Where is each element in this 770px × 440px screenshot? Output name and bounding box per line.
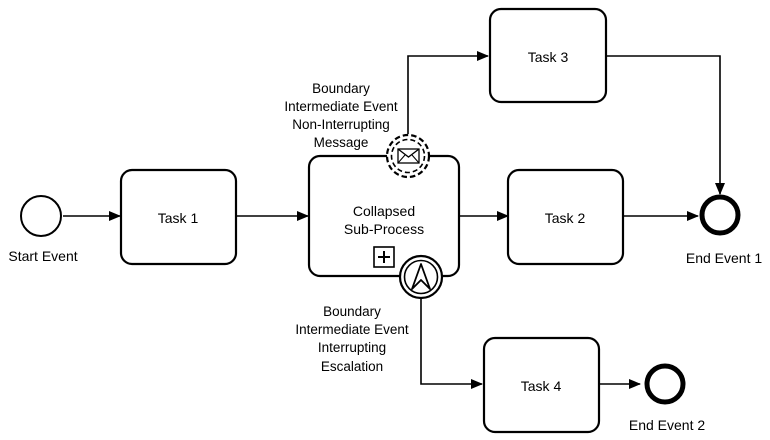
end-event-1[interactable]: End Event 1 <box>686 194 762 266</box>
subprocess-label-line-2: Sub-Process <box>344 221 424 237</box>
flow-task3-to-end1[interactable] <box>606 55 725 195</box>
task-1-box[interactable] <box>119 168 238 266</box>
flow-message-to-task3[interactable] <box>407 51 489 134</box>
boundary-message-annotation: Boundary Intermediate Event Non-Interrup… <box>284 81 398 150</box>
task-4[interactable]: Task 4 <box>482 336 601 434</box>
boundary-escalation-annotation: Boundary Intermediate Event Interrupting… <box>295 304 409 374</box>
boundary-message-label-line-4: Message <box>314 135 369 150</box>
envelope-icon <box>397 148 420 164</box>
start-event-circle[interactable] <box>20 195 62 237</box>
plus-icon[interactable] <box>373 246 395 268</box>
task-3[interactable]: Task 3 <box>488 7 608 104</box>
boundary-escalation-event[interactable] <box>398 254 444 300</box>
end-event-1-circle[interactable] <box>699 194 741 236</box>
task-1[interactable]: Task 1 <box>119 168 238 266</box>
end-event-1-label: End Event 1 <box>686 250 762 266</box>
subprocess-box[interactable] <box>307 154 461 278</box>
subprocess-label-line-1: Collapsed <box>353 203 415 219</box>
boundary-escalation-inner-ring <box>403 259 439 295</box>
boundary-message-label-line-3: Non-Interrupting <box>292 117 390 132</box>
start-event-label: Start Event <box>8 248 77 264</box>
boundary-escalation-label-line-4: Escalation <box>321 359 383 374</box>
boundary-message-event[interactable] <box>385 133 431 179</box>
boundary-message-inner-ring <box>390 138 426 174</box>
task-3-box[interactable] <box>488 7 608 104</box>
end-event-2-circle[interactable] <box>644 363 686 405</box>
boundary-message-label-line-2: Intermediate Event <box>284 99 398 114</box>
boundary-escalation-label-line-1: Boundary <box>323 304 381 319</box>
flow-escalation-to-task4[interactable] <box>420 299 483 389</box>
task-2-label: Task 2 <box>545 210 586 226</box>
boundary-escalation-label-line-3: Interrupting <box>318 340 386 355</box>
task-4-label: Task 4 <box>521 378 562 394</box>
boundary-escalation-label-line-2: Intermediate Event <box>295 322 409 337</box>
task-2-box[interactable] <box>506 168 625 266</box>
boundary-message-label-line-1: Boundary <box>312 81 370 96</box>
collapsed-subprocess[interactable]: Collapsed Sub-Process <box>307 154 461 278</box>
task-3-label: Task 3 <box>528 49 569 65</box>
end-event-2[interactable]: End Event 2 <box>629 363 705 433</box>
start-event[interactable]: Start Event <box>8 195 78 264</box>
end-event-2-label: End Event 2 <box>629 417 705 433</box>
task-2[interactable]: Task 2 <box>506 168 625 266</box>
escalation-icon <box>411 263 431 290</box>
task-4-box[interactable] <box>482 336 601 434</box>
sequence-flows <box>63 51 725 389</box>
task-1-label: Task 1 <box>158 210 199 226</box>
